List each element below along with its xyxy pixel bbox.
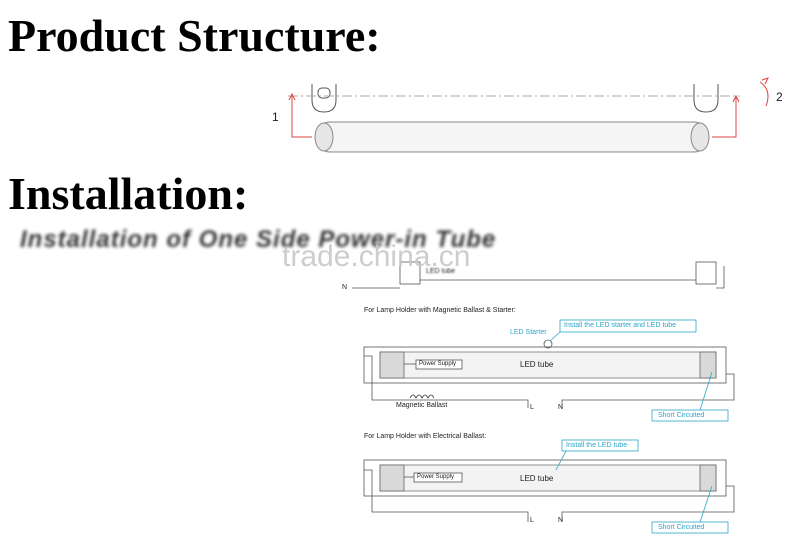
- magnetic-callout-box: [559, 319, 697, 333]
- magnetic-short-label: Short Circuited: [658, 412, 705, 419]
- product-structure-heading: Product Structure:: [8, 10, 381, 61]
- tube-left-cap: [314, 122, 334, 152]
- electrical-tube-left-end: [379, 464, 405, 492]
- electrical-n-label: N: [558, 517, 564, 524]
- magnetic-short-box: [651, 409, 729, 422]
- electrical-callout-text: Install the LED tube: [566, 442, 628, 449]
- electrical-short-label: Short Circuited: [658, 524, 705, 531]
- electrical-diagram: [363, 439, 735, 534]
- magnetic-n-wire: [561, 373, 735, 408]
- magnetic-power-supply-label: Power Supply: [419, 361, 457, 367]
- magnetic-n-label: N: [558, 404, 564, 411]
- structure-tube: [315, 121, 709, 153]
- rotate-arrow-head: [761, 77, 769, 85]
- right-insert-arrow: [712, 96, 737, 138]
- top-tube-label: LED tube: [426, 268, 456, 275]
- watermark: trade.china.cn: [282, 240, 471, 273]
- left-lamp-holder: [311, 84, 337, 113]
- magnetic-short-leader: [699, 371, 713, 411]
- top-right-wire: [716, 266, 725, 289]
- structure-step-2-label: 2: [776, 90, 783, 104]
- electrical-led-tube-label: LED tube: [520, 474, 554, 483]
- installation-heading: Installation:: [8, 168, 249, 219]
- magnetic-diagram: [363, 319, 735, 422]
- right-lamp-holder: [693, 84, 719, 113]
- electrical-short-leader: [699, 485, 713, 523]
- electrical-callout-box: [561, 439, 639, 452]
- magnetic-tube-left-end: [379, 351, 405, 379]
- electrical-n-wire: [561, 485, 735, 522]
- led-starter-label: LED Starter: [510, 329, 547, 336]
- magnetic-led-tube-label: LED tube: [520, 360, 554, 369]
- top-right-holder: [695, 261, 717, 285]
- magnetic-section-title: For Lamp Holder with Magnetic Ballast & …: [364, 307, 516, 314]
- top-left-holder: [399, 261, 421, 285]
- electrical-l-label: L: [530, 517, 534, 524]
- magnetic-ballast-label: Magnetic Ballast: [396, 402, 448, 409]
- left-holder-pin-slot: [317, 87, 331, 99]
- electrical-tube-right-end: [699, 464, 717, 492]
- structure-diagram: [288, 77, 769, 153]
- top-partial-diagram: [352, 261, 725, 289]
- magnetic-ballast-coil: [409, 394, 435, 399]
- left-insert-arrow: [291, 96, 312, 138]
- top-n-label: N: [342, 284, 348, 291]
- magnetic-power-supply-box: [415, 359, 463, 370]
- electrical-l-wire: [364, 469, 529, 522]
- magnetic-l-wire: [364, 355, 529, 408]
- magnetic-callout-text: Install the LED starter and LED tube: [564, 322, 677, 329]
- electrical-power-supply-box: [413, 472, 463, 483]
- electrical-fixture: [363, 459, 727, 497]
- structure-step-1-label: 1: [272, 110, 279, 124]
- magnetic-l-label: L: [530, 404, 534, 411]
- electrical-callout-leader: [555, 450, 567, 471]
- right-arrow-head: [732, 94, 740, 103]
- electrical-section-title: For Lamp Holder with Electrical Ballast:: [364, 433, 487, 440]
- installation-subtitle: Installation of One Side Power-in Tube: [20, 226, 497, 253]
- tube-right-cap: [690, 122, 710, 152]
- led-starter: [543, 339, 553, 349]
- electrical-power-supply-label: Power Supply: [417, 474, 455, 480]
- electrical-short-box: [651, 521, 729, 534]
- left-arrow-head: [288, 92, 296, 101]
- rotate-arrow: [759, 81, 769, 107]
- magnetic-callout-leader: [549, 331, 561, 342]
- magnetic-tube-right-end: [699, 351, 717, 379]
